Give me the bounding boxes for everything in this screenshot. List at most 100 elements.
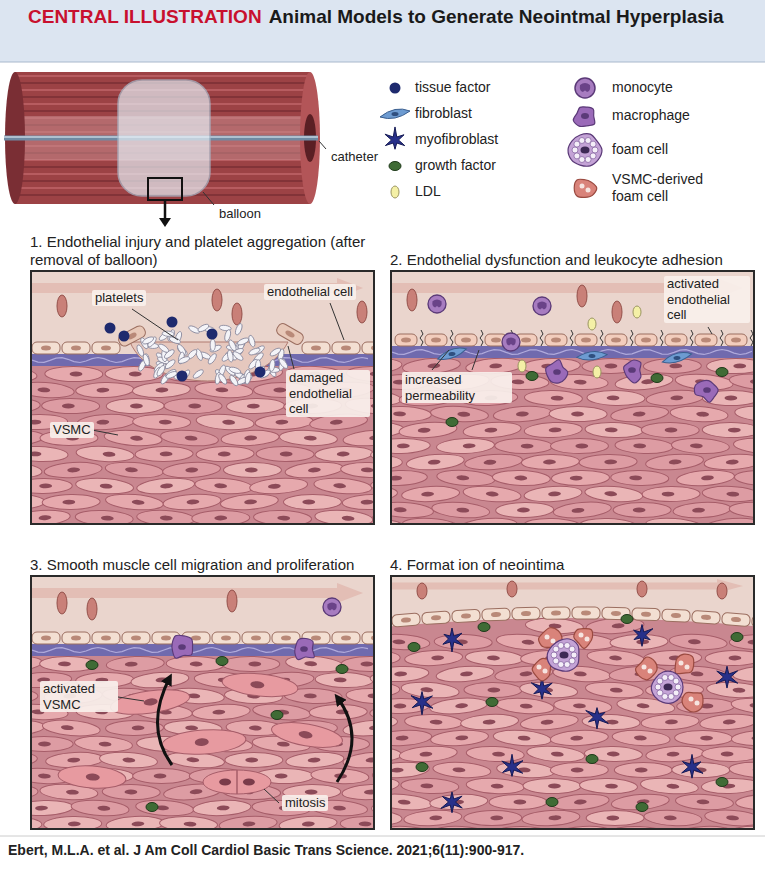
flow-arrow <box>392 579 743 593</box>
vsmc <box>371 800 373 816</box>
vsmc-nucleus <box>486 491 499 497</box>
vsmc-nucleus <box>521 444 534 449</box>
platelet <box>248 335 257 348</box>
vsmc-nucleus <box>361 662 373 667</box>
vsmc-nucleus <box>217 805 230 810</box>
permeability-crack <box>600 330 603 346</box>
vsmc-body <box>582 714 640 731</box>
platelet <box>217 373 228 386</box>
vsmc-nucleus <box>67 467 80 473</box>
vsmc-body <box>32 446 68 463</box>
vsmc-nucleus <box>732 687 745 693</box>
vsmc-nucleus <box>605 427 618 432</box>
vsmc-nucleus <box>364 789 373 794</box>
endothelial-body <box>32 632 60 644</box>
vsmc-body <box>707 358 753 373</box>
legend-entry: VSMC-derived foam cell <box>612 171 730 205</box>
endothelial-body <box>302 342 330 354</box>
endothelial-body <box>122 632 150 644</box>
vsmc-nucleus <box>244 499 257 505</box>
vsmc-body <box>44 816 102 828</box>
vsmc <box>76 445 135 464</box>
endothelial-body <box>242 632 270 644</box>
vsmc <box>672 762 730 777</box>
vsmc-nucleus <box>570 476 583 481</box>
vsmc-nucleus <box>551 751 564 757</box>
tissue-factor-dot <box>207 329 218 340</box>
vsmc-nucleus <box>302 500 315 505</box>
vsmc-body <box>99 751 158 770</box>
macrophage-icon <box>172 635 193 658</box>
vsmc <box>615 372 674 392</box>
vsmc-body <box>196 413 255 432</box>
endothelial-nucleus <box>521 611 531 616</box>
vsmc-nucleus <box>394 507 407 513</box>
vsmc <box>466 777 525 795</box>
myofibroblast-body <box>443 628 463 652</box>
vsmc-nucleus <box>514 475 527 480</box>
endothelial-cell <box>542 607 570 619</box>
vsmc-nucleus <box>392 475 402 480</box>
vsmc-nucleus <box>132 725 145 730</box>
vsmc-body <box>524 390 582 406</box>
vsmc-body <box>729 761 753 779</box>
red-blood-cell <box>57 295 67 317</box>
monocyte-body <box>575 78 595 98</box>
vsmc-body <box>675 793 734 811</box>
vsmc <box>284 460 343 480</box>
vsmc-nucleus <box>633 443 646 448</box>
vsmc-nucleus <box>634 735 647 741</box>
vsmc-body <box>729 372 753 392</box>
vsmc-body <box>706 681 753 699</box>
vsmc <box>703 516 753 523</box>
vsmc <box>109 686 191 719</box>
platelet <box>168 336 181 345</box>
endothelial-nucleus <box>521 338 531 343</box>
vsmc <box>669 633 728 652</box>
growth-factor-dot <box>586 755 598 764</box>
vsmc <box>645 745 704 763</box>
vsmc-body <box>401 485 460 503</box>
vsmc-nucleus <box>521 639 534 645</box>
permeability-crack <box>630 330 633 346</box>
header-rule <box>0 62 765 63</box>
endothelial-cell <box>751 615 753 630</box>
macrophage-body <box>295 638 315 659</box>
growth-factor-dot <box>486 698 498 707</box>
vsmc-nucleus <box>244 435 257 440</box>
vsmc-body <box>641 713 700 730</box>
permeability-crack <box>570 330 573 346</box>
header-band <box>0 0 765 62</box>
vsmc <box>392 485 398 503</box>
vsmc-body <box>372 510 373 523</box>
vsmc-nucleus <box>38 742 51 747</box>
vsmc-body <box>32 364 37 383</box>
vsmc-body <box>163 493 222 512</box>
vsmc <box>221 670 299 700</box>
lipid-droplet <box>657 690 663 696</box>
vsmc-nucleus <box>334 677 347 682</box>
vsmc <box>641 713 700 730</box>
vsmc <box>392 810 402 826</box>
vsmc <box>392 665 429 682</box>
vsmc-nucleus <box>96 387 109 392</box>
endothelial-body <box>635 334 657 346</box>
vsmc-nucleus <box>548 784 561 789</box>
vsmc-nucleus <box>130 435 143 441</box>
vsmc <box>463 421 522 440</box>
vsmc <box>524 485 583 504</box>
myofibroblast-body <box>411 692 433 715</box>
vsmc <box>495 696 554 715</box>
vsmc <box>523 518 581 523</box>
vsmc-body <box>42 718 101 738</box>
vsmc-body <box>392 810 402 826</box>
vsmc-body <box>392 714 398 730</box>
endothelial-nucleus <box>581 338 591 343</box>
vsmc-foam-cell-icon <box>636 657 658 680</box>
foam-cell-icon <box>568 134 602 167</box>
fibroblast-nucleus <box>392 112 399 116</box>
vsmc-body <box>586 810 644 825</box>
vsmc-body <box>193 799 252 817</box>
callout-label: mitosis <box>282 795 328 811</box>
vsmc-body <box>731 729 753 746</box>
